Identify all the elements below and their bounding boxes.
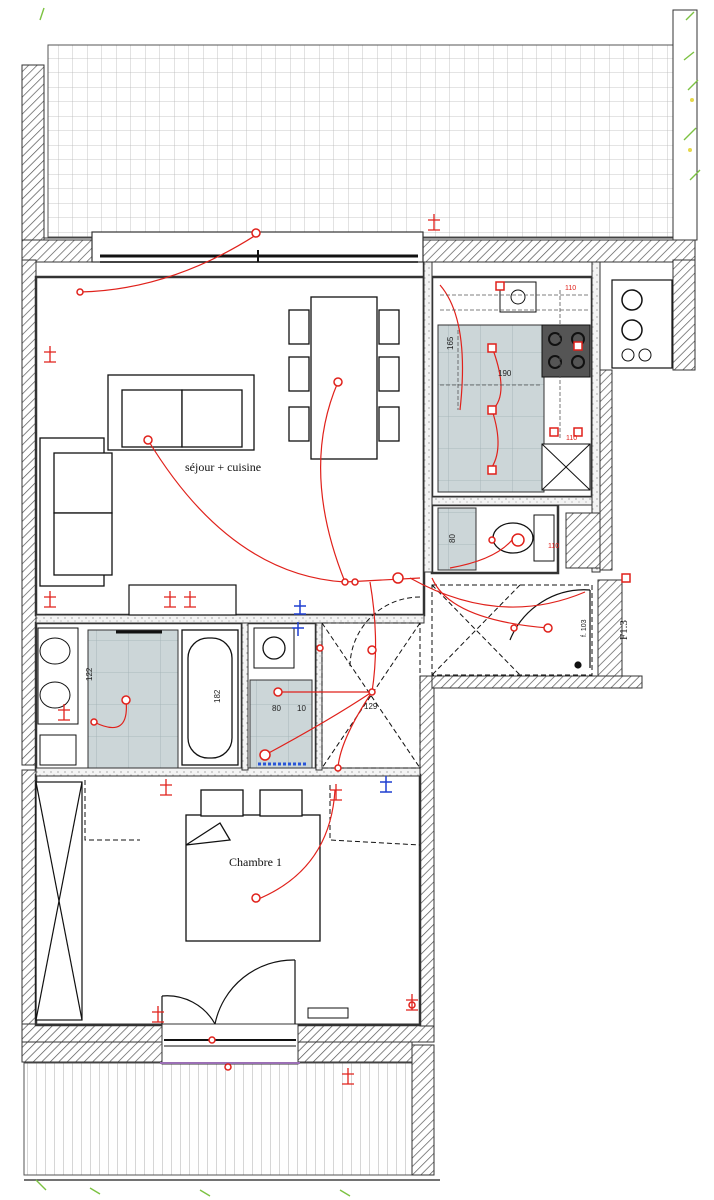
bottom-balcony	[23, 1044, 440, 1181]
bathroom	[37, 627, 239, 769]
light-point-icon	[543, 623, 553, 633]
vegetation	[35, 7, 701, 1197]
radiator	[307, 1007, 349, 1019]
switch-icon	[90, 718, 98, 726]
room-label-chambre: Chambre 1	[229, 855, 282, 869]
dim-kitchen-110-a: 110	[565, 285, 576, 292]
dim-kitchen-110-c: 110	[548, 543, 559, 550]
walls	[21, 239, 696, 1063]
wardrobe	[35, 781, 83, 1021]
socket-icon	[621, 573, 631, 583]
dim-bath-182: 182	[213, 689, 222, 703]
switch-icon	[488, 536, 496, 544]
dim-wc-depth: 80	[448, 534, 457, 543]
entry-hall	[84, 584, 593, 846]
tv-unit	[128, 584, 237, 616]
light-point-icon	[224, 1063, 232, 1071]
switch-icon	[341, 578, 349, 586]
dimension-lines	[440, 290, 590, 440]
light-point-icon	[259, 749, 271, 761]
switch-icon	[368, 688, 376, 696]
plumbing-markers	[292, 600, 392, 793]
kitchen	[437, 279, 673, 493]
light-point-icon	[316, 644, 324, 652]
light-point-icon	[367, 645, 377, 655]
stair-code-label: F1.3	[618, 620, 630, 640]
switch-icon	[351, 578, 359, 586]
dim-hall-129: 129	[364, 702, 378, 711]
light-point-icon	[333, 377, 343, 387]
sofa	[107, 374, 255, 451]
socket-icon	[487, 343, 497, 353]
light-point-icon	[251, 893, 261, 903]
socket-icon	[573, 341, 583, 351]
electrical-wiring	[79, 234, 586, 901]
dim-shower-10: 10	[297, 704, 306, 713]
top-terrace	[21, 9, 698, 241]
light-point-icon	[251, 228, 261, 238]
laundry	[249, 627, 313, 769]
dining-table	[288, 296, 400, 460]
dim-door-103: f. 103	[581, 619, 588, 637]
dim-kitchen-width: 190	[498, 369, 512, 378]
partition-fill	[35, 261, 601, 777]
socket-icon	[549, 427, 559, 437]
socket-icon	[487, 405, 497, 415]
bed	[185, 789, 321, 942]
armchair	[39, 437, 113, 587]
chambre-window	[160, 959, 300, 1065]
wc-room	[437, 507, 601, 571]
dim-bath-122: 122	[85, 667, 94, 681]
light-point-icon	[121, 695, 131, 705]
light-point-icon	[273, 687, 283, 697]
switch-icon	[76, 288, 84, 296]
room-label-sejour: séjour + cuisine	[185, 460, 261, 474]
socket-icon	[573, 427, 583, 437]
dim-kitchen-depth: 165	[446, 336, 455, 350]
panel-icon	[392, 572, 404, 584]
dim-shower-80: 80	[272, 704, 281, 713]
switch-icon	[208, 1036, 216, 1044]
wall-outlet-markers	[44, 214, 440, 1085]
socket-icon	[495, 281, 505, 291]
light-point-icon	[143, 435, 153, 445]
socket-icon	[487, 465, 497, 475]
dim-kitchen-110-b: 110	[566, 435, 577, 442]
switch-icon	[510, 624, 518, 632]
light-point-icon	[511, 533, 525, 547]
switch-icon	[334, 764, 342, 772]
